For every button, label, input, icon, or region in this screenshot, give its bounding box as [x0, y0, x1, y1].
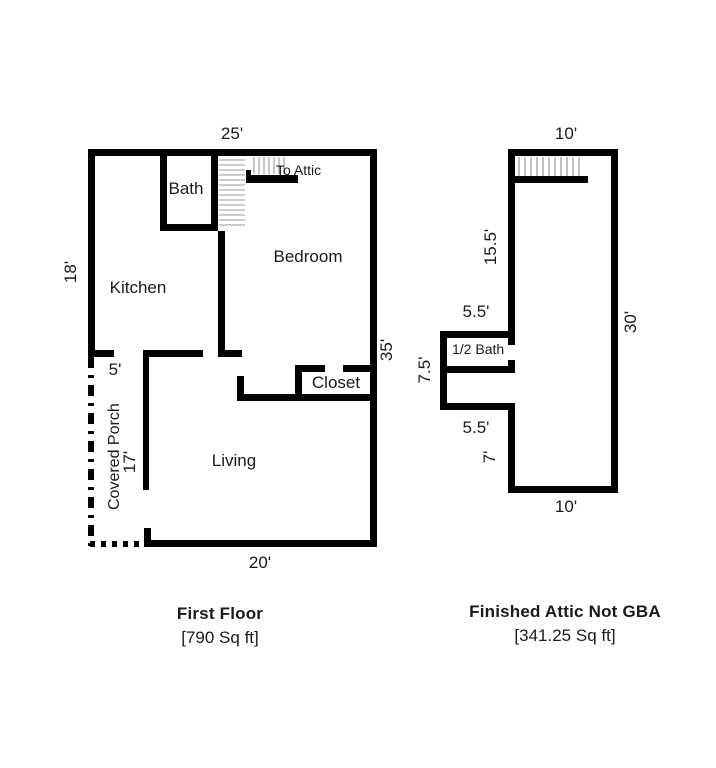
wall-bottom-living — [144, 540, 377, 547]
attic-stair-treads-2 — [518, 157, 580, 177]
attic-staircase-first-floor — [251, 156, 287, 175]
dimension-attic-right-height: 30' — [621, 311, 640, 333]
wall-bath-bottom-left — [160, 224, 194, 231]
wall-porch-divider — [143, 350, 149, 490]
wall-closet-left — [295, 365, 302, 401]
attic-stair-treads — [253, 157, 285, 174]
wall-closet-bottom — [295, 394, 377, 401]
dimension-attic-left-upper-height: 15.5' — [481, 229, 500, 265]
attic-wall-bumpout-bottom — [440, 403, 515, 410]
wall-top-left — [88, 149, 160, 156]
dimension-first-left-upper-height: 18' — [61, 261, 80, 283]
wall-closet-top-right — [343, 365, 377, 372]
dimension-attic-bath-height: 7.5' — [415, 357, 434, 384]
wall-kitchen-bedroom-stub — [218, 350, 242, 357]
room-label-bedroom: Bedroom — [274, 247, 343, 266]
room-label-half-bath: 1/2 Bath — [452, 341, 504, 357]
staircase-body — [218, 156, 246, 231]
attic-staircase — [515, 156, 588, 183]
wall-porch-top-stub — [88, 350, 114, 357]
dimension-attic-bottom-width: 10' — [555, 497, 577, 516]
wall-closet-top-left — [295, 365, 325, 372]
room-label-bath: Bath — [169, 179, 204, 198]
attic-wall-top — [508, 149, 618, 156]
first-floor-exterior-walls — [88, 149, 377, 547]
room-label-living: Living — [212, 451, 256, 470]
covered-porch-boundary — [88, 357, 147, 547]
room-label-kitchen: Kitchen — [110, 278, 167, 297]
first-floor-interior-walls — [143, 149, 377, 490]
wall-living-bedroom-left — [237, 376, 244, 401]
staircase-treads — [219, 159, 245, 226]
wall-living-bedroom-bottom — [237, 394, 299, 401]
main-staircase — [218, 156, 246, 231]
wall-attic-landing — [246, 175, 298, 183]
room-label-covered-porch: Covered Porch — [106, 403, 123, 510]
wall-top-bath — [160, 149, 218, 156]
caption-attic-title: Finished Attic Not GBA — [469, 602, 661, 621]
caption-first-floor: First Floor [790 Sq ft] — [30, 604, 410, 648]
dimension-first-bottom-width: 20' — [249, 553, 271, 572]
dimension-porch-top-width: 5' — [109, 360, 122, 379]
finished-attic-plan: 1/2 Bath 10' 15.5' 5.5' 7.5' 5.5' 7' 30'… — [415, 124, 640, 516]
caption-attic: Finished Attic Not GBA [341.25 Sq ft] — [420, 602, 710, 646]
caption-first-floor-title: First Floor — [176, 604, 264, 623]
attic-interior-walls — [447, 331, 515, 373]
attic-wall-notch-left — [508, 403, 515, 493]
attic-wall-halfbath-jamb-top — [508, 331, 515, 345]
wall-top-stairs — [218, 149, 270, 156]
attic-wall-bottom — [508, 486, 618, 493]
attic-wall-right — [611, 149, 618, 493]
attic-exterior-walls — [440, 149, 618, 493]
dimension-first-top-width: 25' — [221, 124, 243, 143]
wall-porch-right-lower — [144, 528, 151, 547]
wall-kitchen-bottom — [143, 350, 203, 357]
attic-stair-landing-wall — [515, 176, 588, 183]
wall-right-exterior — [370, 149, 377, 547]
dimension-attic-notch-height: 7' — [480, 451, 499, 464]
dimension-attic-notch-width: 5.5' — [463, 418, 490, 437]
wall-top-right — [270, 149, 377, 156]
caption-first-floor-area: [790 Sq ft] — [181, 628, 259, 647]
dimension-first-right-height: 35' — [377, 339, 396, 361]
annotation-to-attic: To Attic — [276, 162, 321, 178]
wall-bath-bottom-right — [194, 224, 218, 231]
attic-wall-bumpout-left — [440, 331, 447, 410]
attic-stair-body-2 — [515, 156, 587, 178]
attic-wall-left-upper — [508, 149, 515, 331]
dimension-attic-bath-top-width: 5.5' — [463, 302, 490, 321]
attic-wall-halfbath-jamb-bottom — [508, 360, 515, 373]
attic-wall-halfbath-bottom — [447, 366, 515, 373]
dimension-porch-height: 17' — [120, 451, 139, 473]
wall-left-kitchen — [88, 149, 95, 357]
wall-kitchen-bedroom — [218, 149, 225, 357]
wall-bath-right — [211, 149, 218, 231]
wall-bath-left — [160, 149, 167, 231]
first-floor-plan: Kitchen Bath Bedroom Living Closet Cover… — [61, 124, 396, 572]
dimension-attic-top-width: 10' — [555, 124, 577, 143]
attic-wall-bumpout-top — [440, 331, 515, 338]
caption-attic-area: [341.25 Sq ft] — [514, 626, 616, 645]
room-label-closet: Closet — [312, 373, 360, 392]
